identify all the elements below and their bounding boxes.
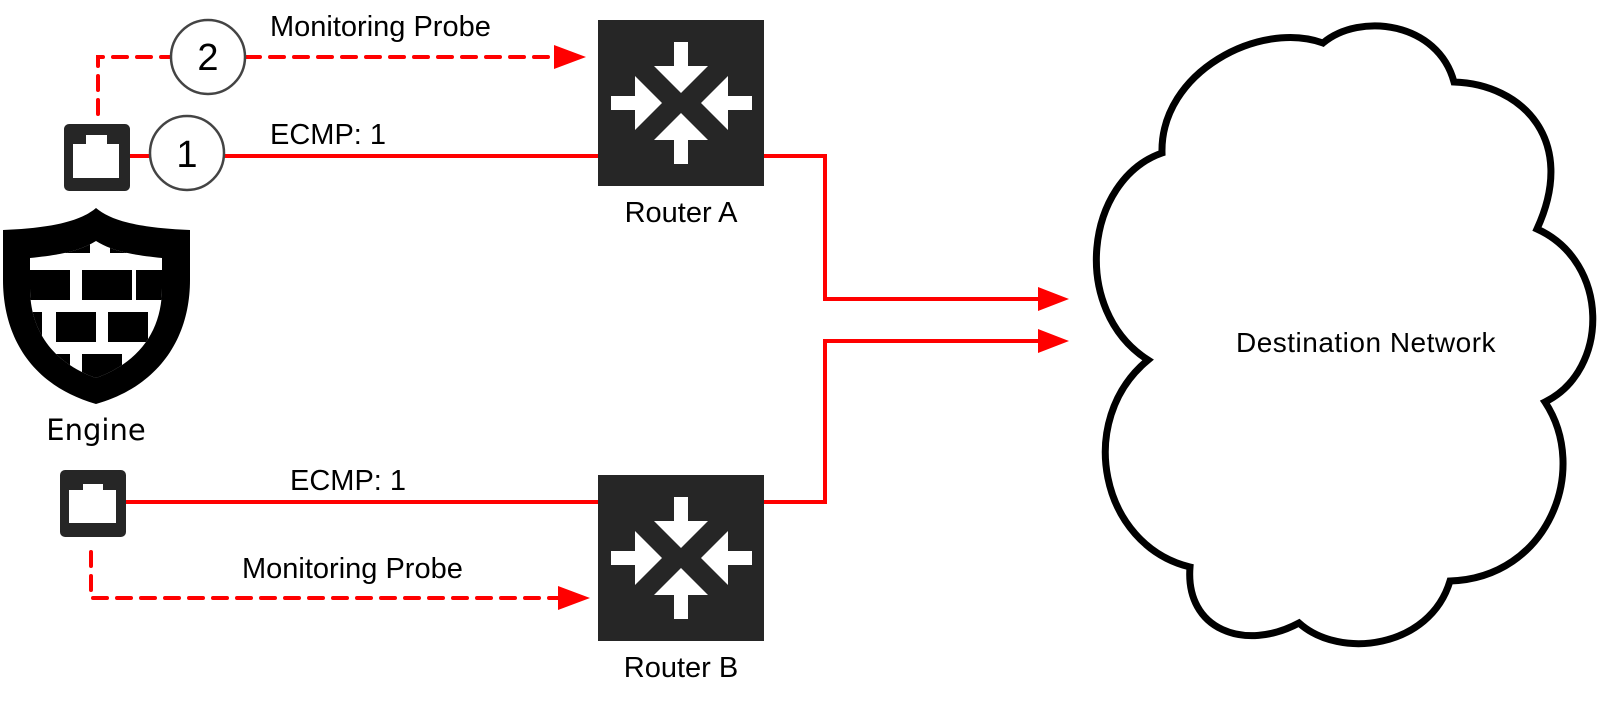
step-marker-1: 1 (148, 114, 226, 192)
router-b-to-destination-link (764, 329, 1069, 504)
arrow-head-icon (1038, 287, 1069, 311)
probe-label-top: Monitoring Probe (270, 11, 491, 43)
probe-line-top-a (96, 55, 172, 116)
route-line-b (764, 339, 1040, 504)
interface-bottom[interactable] (60, 470, 126, 537)
cloud-icon (1092, 22, 1597, 647)
router-a-to-destination-link (764, 154, 1069, 311)
ecmp-label-bottom: ECMP: 1 (290, 465, 406, 497)
router-b[interactable]: Router B (598, 475, 764, 684)
arrow-head-icon (558, 586, 590, 610)
step-number: 1 (176, 134, 197, 176)
interface-top[interactable] (64, 124, 130, 191)
route-line-a (764, 154, 1040, 301)
probe-label-bottom: Monitoring Probe (242, 553, 463, 585)
probe-link-bottom (89, 550, 590, 610)
step-number: 2 (197, 37, 218, 79)
destination-network[interactable]: Destination Network (1092, 22, 1597, 647)
arrow-head-icon (554, 45, 586, 69)
router-a-label: Router A (625, 197, 738, 229)
destination-label: Destination Network (1236, 327, 1497, 358)
arrow-head-icon (1038, 329, 1069, 353)
probe-link-top (96, 45, 586, 116)
port-socket (69, 484, 116, 523)
probe-line-bottom (89, 550, 562, 600)
step-circle (169, 18, 247, 96)
router-a[interactable]: Router A (598, 20, 764, 229)
port-socket (73, 135, 119, 178)
ecmp-label-top: ECMP: 1 (270, 119, 386, 151)
step-marker-2: 2 (169, 18, 247, 96)
step-circle (148, 114, 226, 192)
firewall-shield-icon (3, 208, 190, 404)
engine-label: Engine (46, 413, 145, 447)
router-b-label: Router B (624, 652, 738, 684)
engine-node[interactable]: Engine (3, 208, 190, 447)
